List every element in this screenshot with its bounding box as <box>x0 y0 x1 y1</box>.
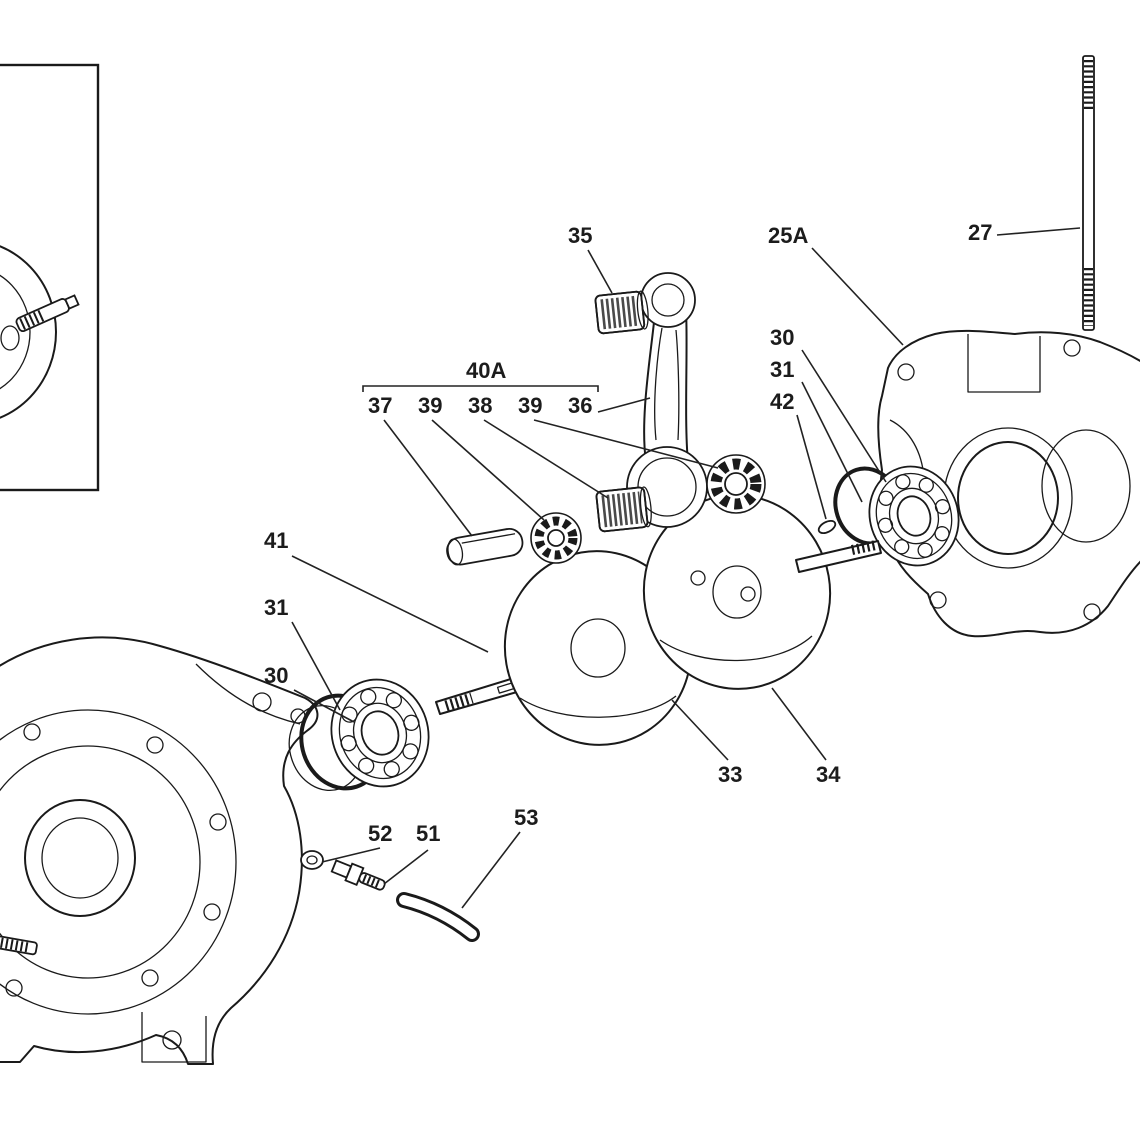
connecting-rod-36 <box>626 272 708 528</box>
toothed-washer-39-right <box>706 454 766 514</box>
flywheel-web-34 <box>642 494 832 690</box>
part-labels: 35 25A 27 40A 37 39 38 39 36 30 31 42 41… <box>264 220 992 846</box>
part-label-41: 41 <box>264 528 288 553</box>
part-label-37: 37 <box>368 393 392 418</box>
washer-52 <box>300 850 324 870</box>
part-label-31-right: 31 <box>770 357 794 382</box>
hose-53-highlight <box>399 895 477 939</box>
left-crankcase-half <box>0 636 319 1065</box>
part-label-30-left: 30 <box>264 663 288 688</box>
needle-bearing-35 <box>594 290 649 335</box>
woodruff-key-42 <box>817 519 837 535</box>
breather-fitting-51 <box>330 859 386 891</box>
part-label-30-right: 30 <box>770 325 794 350</box>
part-label-39-left: 39 <box>418 393 442 418</box>
right-ball-bearing-30 <box>868 465 960 567</box>
needle-bearing-38 <box>595 486 652 533</box>
right-crankcase-half <box>877 329 1140 638</box>
part-label-35: 35 <box>568 223 592 248</box>
crank-pin-37 <box>446 527 524 566</box>
part-label-27: 27 <box>968 220 992 245</box>
part-label-42: 42 <box>770 389 794 414</box>
part-label-40A: 40A <box>466 358 506 383</box>
part-label-52: 52 <box>368 821 392 846</box>
part-label-53: 53 <box>514 805 538 830</box>
toothed-washer-39-left <box>530 512 582 564</box>
part-label-25A: 25A <box>768 223 808 248</box>
part-label-31-left: 31 <box>264 595 288 620</box>
cylinder-stud-27 <box>1082 55 1095 331</box>
left-ball-bearing-30 <box>330 678 430 788</box>
part-label-34: 34 <box>816 762 841 787</box>
leader-lines <box>291 227 1081 909</box>
part-label-33: 33 <box>718 762 742 787</box>
part-label-51: 51 <box>416 821 440 846</box>
crankshaft-right-shaft <box>795 540 882 573</box>
part-label-39-right: 39 <box>518 393 542 418</box>
part-label-36: 36 <box>568 393 592 418</box>
inset-stud <box>15 294 80 333</box>
part-label-38: 38 <box>468 393 492 418</box>
inset-detail-box <box>0 63 100 492</box>
